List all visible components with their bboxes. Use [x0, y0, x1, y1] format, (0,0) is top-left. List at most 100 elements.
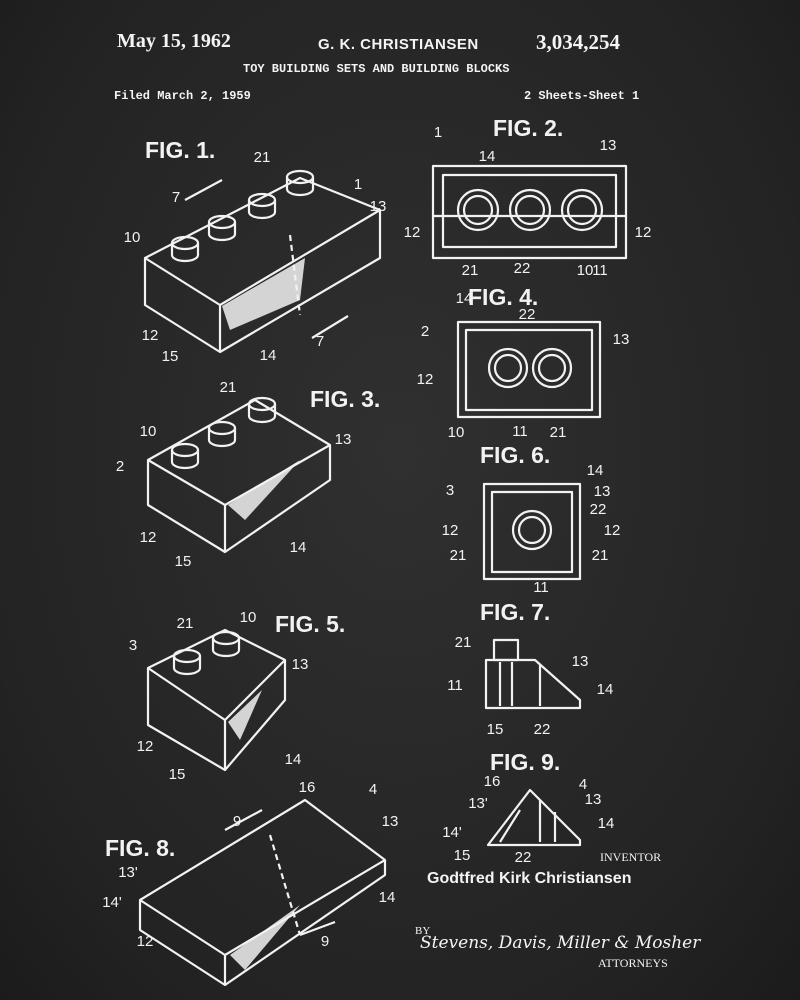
- reference-numeral: 13': [468, 795, 488, 812]
- figure-title: FIG. 4.: [468, 284, 538, 310]
- reference-numeral: 13: [292, 656, 309, 673]
- reference-numeral: 12: [142, 327, 159, 344]
- reference-numeral: 3: [129, 637, 137, 654]
- reference-numeral: 15: [175, 553, 192, 570]
- reference-numeral: 13: [613, 331, 630, 348]
- fig1-drawing: [143, 169, 382, 354]
- reference-numeral: 12: [137, 933, 154, 950]
- reference-numeral: 13: [585, 791, 602, 808]
- fig8-drawing: [138, 798, 387, 987]
- reference-numeral: 1: [434, 124, 442, 141]
- reference-numeral: 13: [594, 483, 611, 500]
- reference-numeral: 14: [290, 539, 307, 556]
- patent-number: 3,034,254: [536, 30, 620, 54]
- reference-numeral: 13': [118, 864, 138, 881]
- reference-numeral: 12: [604, 522, 621, 539]
- reference-numeral: 12: [140, 529, 157, 546]
- by-label: BY: [415, 925, 431, 937]
- reference-numeral: 13: [572, 653, 589, 670]
- reference-numeral: 14: [379, 889, 396, 906]
- reference-numeral: 21: [450, 547, 467, 564]
- reference-numeral: 11: [592, 262, 608, 279]
- reference-numeral: 11: [512, 423, 528, 440]
- attorneys-signature: Stevens, Davis, Miller & Mosher: [420, 933, 701, 953]
- reference-numeral: 14: [285, 751, 302, 768]
- reference-numeral: 12: [635, 224, 652, 241]
- reference-numeral: 15: [487, 721, 504, 738]
- figure-title: FIG. 3.: [310, 386, 380, 412]
- reference-numeral: 13: [370, 198, 387, 215]
- reference-numeral: 3: [446, 482, 454, 499]
- reference-numeral: 22: [514, 260, 531, 277]
- reference-numeral: 10: [448, 424, 465, 441]
- fig9-drawing: [486, 788, 582, 847]
- reference-numeral: 14: [597, 681, 614, 698]
- reference-numeral: 15: [162, 348, 179, 365]
- reference-numeral: 14: [260, 347, 277, 364]
- reference-numeral: 10: [124, 229, 141, 246]
- reference-numeral: 14: [598, 815, 615, 832]
- reference-numeral: 21: [592, 547, 609, 564]
- fig4-drawing: [456, 320, 602, 419]
- figure-title: FIG. 9.: [490, 749, 560, 775]
- reference-numeral: 22: [515, 849, 532, 866]
- reference-numeral: 14': [102, 894, 122, 911]
- figure-title: FIG. 6.: [480, 442, 550, 468]
- reference-numeral: 12: [404, 224, 421, 241]
- reference-numeral: 13: [335, 431, 352, 448]
- reference-numeral: 2: [421, 323, 429, 340]
- sheet-count: 2 Sheets-Sheet 1: [524, 89, 640, 103]
- reference-numeral: 12: [442, 522, 459, 539]
- figure-title: FIG. 8.: [105, 835, 175, 861]
- reference-numeral: 7: [316, 333, 324, 350]
- figure-title: FIG. 7.: [480, 599, 550, 625]
- reference-numeral: 14: [456, 290, 473, 307]
- reference-numeral: 9: [233, 813, 241, 830]
- reference-numeral: 2: [116, 458, 124, 475]
- reference-numeral: 12: [137, 738, 154, 755]
- fig3-drawing: [146, 396, 332, 554]
- reference-numeral: 21: [462, 262, 479, 279]
- fig2-drawing: [431, 164, 628, 260]
- reference-numeral: 16: [299, 779, 316, 796]
- inventor-short-name: G. K. CHRISTIANSEN: [318, 36, 479, 53]
- filed-date: Filed March 2, 1959: [114, 89, 251, 103]
- reference-numeral: 10: [577, 262, 594, 279]
- reference-numeral: 15: [454, 847, 471, 864]
- reference-numeral: 21: [220, 379, 237, 396]
- reference-numeral: 22: [534, 721, 551, 738]
- reference-numeral: 11: [447, 677, 463, 694]
- fig6-drawing: [482, 482, 582, 581]
- reference-numeral: 7: [172, 189, 180, 206]
- reference-numeral: 21: [550, 424, 567, 441]
- attorneys-label: ATTORNEYS: [598, 956, 668, 970]
- patent-date: May 15, 1962: [117, 30, 231, 52]
- reference-numeral: 10: [140, 423, 157, 440]
- fig7-drawing: [484, 638, 582, 710]
- reference-numeral: 21: [177, 615, 194, 632]
- figure-title: FIG. 2.: [493, 115, 563, 141]
- reference-numeral: 11: [533, 579, 549, 596]
- reference-numeral: 10: [240, 609, 257, 626]
- reference-numeral: 14: [479, 148, 496, 165]
- inventor-name: Godtfred Kirk Christiansen: [427, 870, 632, 887]
- reference-numeral: 15: [169, 766, 186, 783]
- reference-numeral: 14: [587, 462, 604, 479]
- reference-numeral: 22: [519, 306, 536, 323]
- reference-numeral: 13: [382, 813, 399, 830]
- reference-numeral: 21: [455, 634, 472, 651]
- reference-numeral: 9: [321, 933, 329, 950]
- reference-numeral: 1: [354, 176, 362, 193]
- reference-numeral: 13: [600, 137, 617, 154]
- reference-numeral: 21: [254, 149, 271, 166]
- reference-numeral: 4: [579, 776, 587, 793]
- reference-numeral: 14': [442, 824, 462, 841]
- inventor-label: INVENTOR: [600, 850, 662, 864]
- reference-numeral: 22: [590, 501, 607, 518]
- reference-numeral: 4: [369, 781, 377, 798]
- patent-title: TOY BUILDING SETS AND BUILDING BLOCKS: [243, 62, 510, 76]
- figure-title: FIG. 1.: [145, 137, 215, 163]
